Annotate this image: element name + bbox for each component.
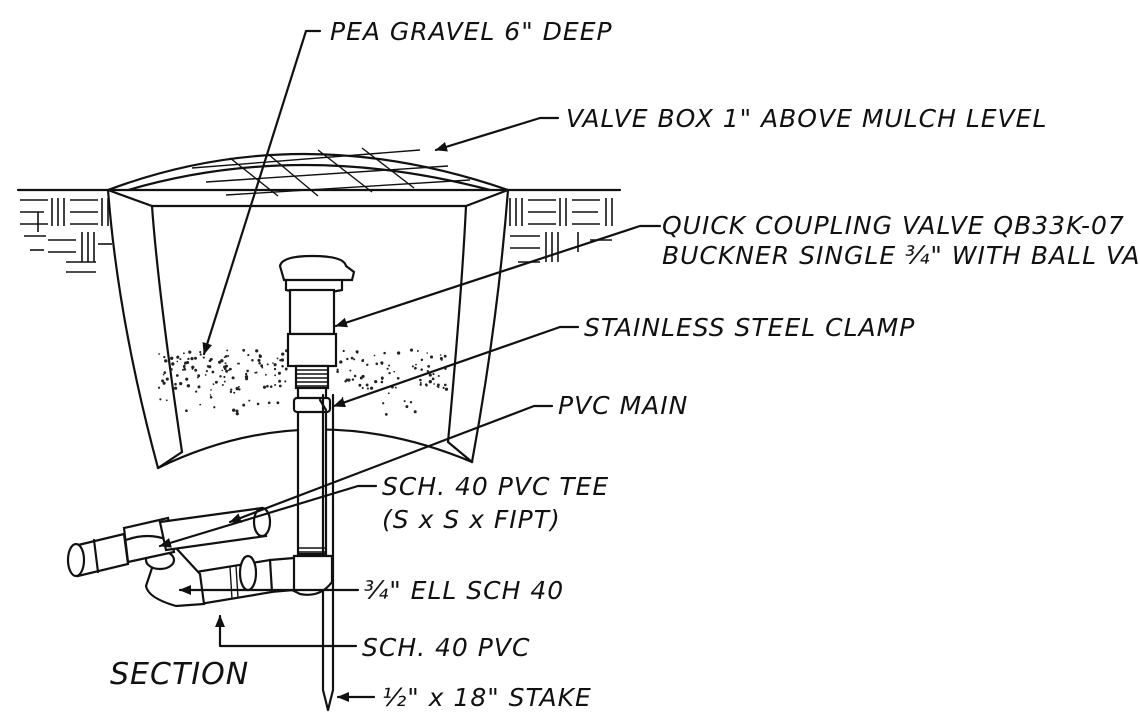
- pea-gravel: [157, 348, 449, 416]
- riser-pipe: [292, 386, 332, 556]
- quick-coupling-valve: [278, 254, 356, 390]
- callout-labels: PEA GRAVEL 6" DEEP VALVE BOX 1" ABOVE MU…: [110, 17, 1140, 712]
- label-valve-box: VALVE BOX 1" ABOVE MULCH LEVEL: [566, 104, 1047, 133]
- label-pvc-main: PVC MAIN: [558, 391, 688, 420]
- stainless-steel-clamp: [292, 396, 332, 414]
- label-quick-coupling-line1: QUICK COUPLING VALVE QB33K-07: [662, 211, 1125, 240]
- label-quick-coupling-line2: BUCKNER SINGLE ¾" WITH BALL VALVE: [662, 241, 1140, 270]
- label-stake: ½" x 18" STAKE: [382, 683, 592, 712]
- section-title: SECTION: [110, 657, 249, 692]
- swing-pipes: [66, 506, 274, 608]
- label-pvc-tee-line2: (S x S x FIPT): [382, 505, 561, 534]
- label-pvc-tee-line1: SCH. 40 PVC TEE: [382, 472, 609, 501]
- riser-ell: [268, 554, 334, 596]
- soil-hatching-left: [20, 198, 112, 273]
- lid-grid: [191, 147, 471, 197]
- leader-lines: [158, 29, 662, 702]
- label-ell-sch40: ¾" ELL SCH 40: [364, 576, 564, 605]
- label-pea-gravel: PEA GRAVEL 6" DEEP: [330, 17, 613, 46]
- label-stainless-clamp: STAINLESS STEEL CLAMP: [584, 313, 915, 342]
- label-sch40-pvc: SCH. 40 PVC: [362, 633, 530, 662]
